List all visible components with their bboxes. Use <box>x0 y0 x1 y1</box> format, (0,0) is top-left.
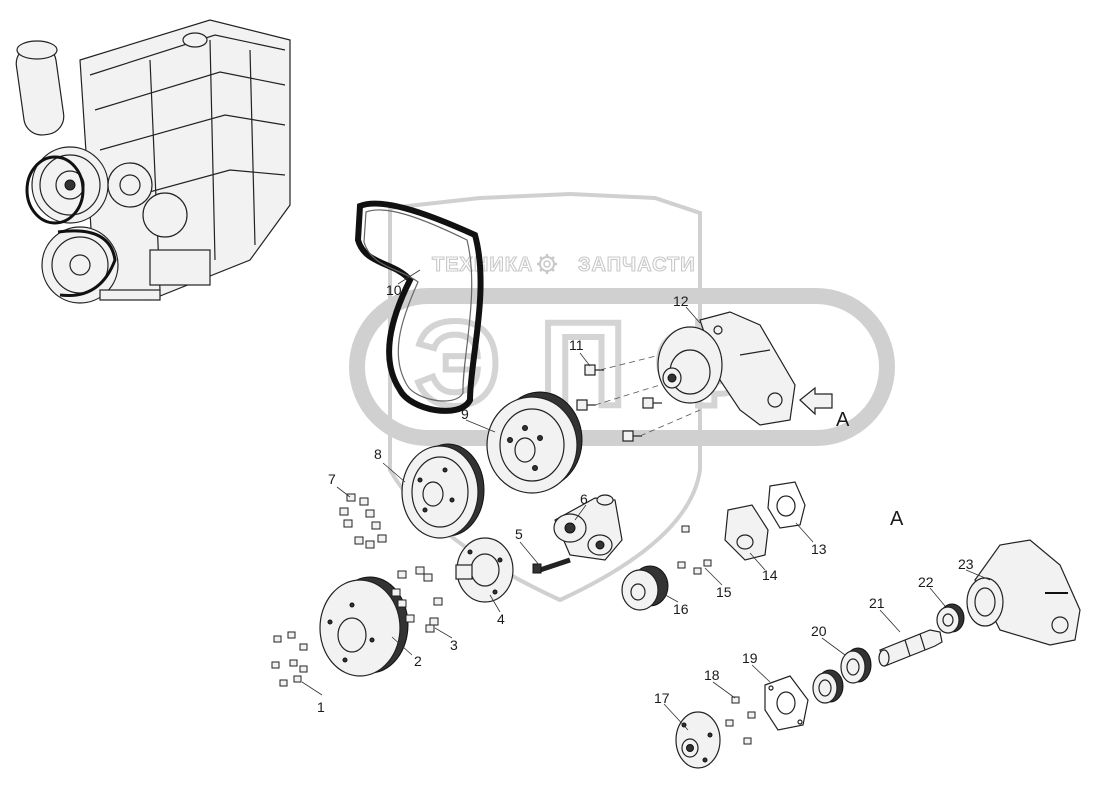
pump-housing-23 <box>966 539 1081 646</box>
callout-11: 11 <box>569 337 584 353</box>
bolts-1 <box>271 631 308 687</box>
callout-9: 9 <box>461 406 469 422</box>
hub-4 <box>455 537 514 603</box>
gasket-13 <box>767 481 806 529</box>
callout-23: 23 <box>958 556 974 572</box>
roller-16 <box>621 565 669 611</box>
gasket-19 <box>764 675 809 731</box>
view-arrow-icon <box>799 386 833 416</box>
callout-6: 6 <box>580 491 588 507</box>
callout-12: 12 <box>673 293 689 309</box>
callout-14: 14 <box>762 567 778 583</box>
callout-15: 15 <box>716 584 732 600</box>
seal-22 <box>936 603 965 634</box>
callout-7: 7 <box>328 471 336 487</box>
drive-belt <box>354 200 484 414</box>
watermark-right-word: ЗАПЧАСТИ <box>578 254 696 276</box>
bolt-5 <box>532 557 571 574</box>
callout-3: 3 <box>450 637 458 653</box>
callout-21: 21 <box>869 595 885 611</box>
pulley-2 <box>319 576 409 677</box>
bolts-18 <box>725 696 756 745</box>
flange-17 <box>675 711 721 769</box>
callout-8: 8 <box>374 446 382 462</box>
pulley-9 <box>486 391 583 494</box>
watermark-pill <box>349 288 895 446</box>
pulley-8 <box>401 443 485 539</box>
callout-17: 17 <box>654 690 670 706</box>
bolts-15 <box>677 525 712 575</box>
callout-18: 18 <box>704 667 720 683</box>
shaft-21 <box>878 629 943 667</box>
callout-13: 13 <box>811 541 827 557</box>
engine-overview-sketch <box>15 19 291 304</box>
bolts-7 <box>339 493 387 549</box>
callout-2: 2 <box>414 653 422 669</box>
cover-14 <box>724 504 769 561</box>
callout-labels: 1 2 3 4 5 6 7 8 9 10 11 12 13 14 15 16 1… <box>317 282 974 715</box>
callout-1: 1 <box>317 699 325 715</box>
bolts-11 <box>576 354 701 442</box>
callout-22: 22 <box>918 574 934 590</box>
callout-19: 19 <box>742 650 758 666</box>
water-pump-12 <box>657 311 796 426</box>
callout-20: 20 <box>811 623 827 639</box>
callout-16: 16 <box>673 601 689 617</box>
callout-4: 4 <box>497 611 505 627</box>
bolts-3 <box>391 566 443 633</box>
bearing-20 <box>812 647 872 704</box>
view-label-a-arrow: A <box>836 409 850 431</box>
callout-5: 5 <box>515 526 523 542</box>
callout-10: 10 <box>386 282 402 298</box>
gear-icon <box>537 254 557 274</box>
tensioner-6 <box>553 494 623 561</box>
view-label-a-detail: A <box>890 508 904 530</box>
leader-lines <box>301 269 991 731</box>
